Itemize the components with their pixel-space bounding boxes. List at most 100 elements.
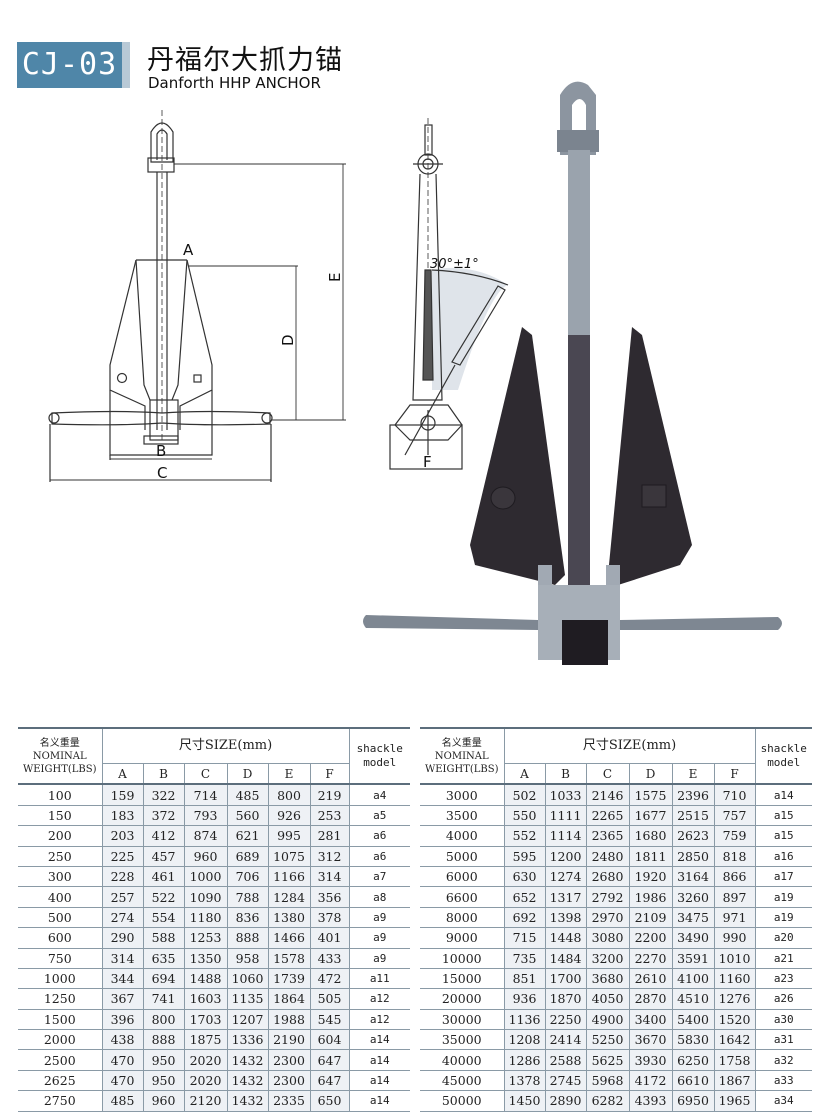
size-cell-d: 3670	[628, 1029, 672, 1051]
nominal-weight-cell: 100	[18, 783, 102, 806]
size-cell-b: 635	[142, 948, 184, 969]
size-cell-b: 950	[142, 1070, 184, 1092]
size-cell-f: 710	[713, 783, 756, 806]
shackle-model-cell: a19	[755, 886, 812, 908]
size-cell-b: 1484	[544, 948, 586, 969]
size-cell-a: 936	[503, 988, 545, 1010]
size-cell-c: 1350	[183, 948, 227, 969]
size-cell-e: 3164	[671, 866, 714, 888]
size-cell-a: 396	[101, 1009, 143, 1031]
shackle-model-cell: a9	[349, 948, 410, 969]
size-cell-a: 1208	[503, 1029, 545, 1051]
size-cell-e: 3260	[671, 886, 714, 908]
nominal-weight-cell: 3500	[420, 805, 504, 827]
size-cell-e: 3490	[671, 927, 714, 949]
nominal-weight-cell: 45000	[420, 1070, 504, 1092]
dim-label-a: A	[183, 241, 194, 259]
shackle-model-cell: a12	[349, 988, 410, 1010]
front-view-drawing: A B C D E	[48, 110, 346, 482]
size-cell-a: 652	[503, 886, 545, 908]
nominal-weight-cell: 2625	[18, 1070, 102, 1092]
shackle-model-cell: a21	[755, 948, 812, 969]
size-cell-d: 560	[226, 805, 268, 827]
badge-edge-decoration	[122, 42, 130, 88]
dim-label-f: F	[423, 453, 432, 471]
shackle-model-cell: a8	[349, 886, 410, 908]
nominal-weight-cell: 750	[18, 948, 102, 969]
size-cell-d: 1060	[226, 968, 268, 990]
size-cell-d: 1432	[226, 1070, 268, 1092]
nominal-weight-cell: 200	[18, 825, 102, 847]
col-header-f: F	[309, 763, 350, 785]
size-cell-d: 1986	[628, 886, 672, 908]
size-cell-d: 621	[226, 825, 268, 847]
nominal-weight-cell: 3000	[420, 783, 504, 806]
size-cell-c: 6282	[585, 1090, 629, 1112]
col-header-c: C	[585, 763, 629, 785]
size-cell-c: 2970	[585, 907, 629, 929]
size-cell-d: 1207	[226, 1009, 268, 1031]
size-cell-a: 228	[101, 866, 143, 888]
size-cell-b: 1033	[544, 783, 586, 806]
size-cell-a: 314	[101, 948, 143, 969]
nominal-weight-cell: 300	[18, 866, 102, 888]
size-cell-b: 741	[142, 988, 184, 1010]
nominal-weight-cell: 250	[18, 846, 102, 867]
size-cell-a: 851	[503, 968, 545, 990]
size-cell-d: 1135	[226, 988, 268, 1010]
anchor-photo	[363, 81, 782, 665]
size-cell-f: 990	[713, 927, 756, 949]
size-cell-e: 2300	[267, 1049, 310, 1071]
size-cell-e: 926	[267, 805, 310, 827]
size-cell-e: 1739	[267, 968, 310, 990]
nominal-weight-cell: 20000	[420, 988, 504, 1010]
size-cell-d: 1575	[628, 783, 672, 806]
shackle-header: shackle model	[349, 726, 410, 785]
size-cell-f: 378	[309, 907, 350, 929]
shackle-model-cell: a20	[755, 927, 812, 949]
nominal-weight-cell: 1000	[18, 968, 102, 990]
size-cell-d: 958	[226, 948, 268, 969]
shackle-model-cell: a14	[755, 783, 812, 806]
size-cell-e: 2623	[671, 825, 714, 847]
shackle-model-cell: a23	[755, 968, 812, 990]
spec-table-right: 名义重量 NOMINAL WEIGHT(LBS) 尺寸SIZE(mm) shac…	[420, 726, 812, 1112]
size-cell-b: 522	[142, 886, 184, 908]
size-cell-a: 274	[101, 907, 143, 929]
shackle-model-cell: a5	[349, 805, 410, 827]
nominal-weight-cell: 2000	[18, 1029, 102, 1051]
size-cell-b: 1448	[544, 927, 586, 949]
size-cell-b: 372	[142, 805, 184, 827]
nominal-weight-cell: 400	[18, 886, 102, 908]
size-cell-d: 1920	[628, 866, 672, 888]
size-cell-e: 3475	[671, 907, 714, 929]
size-cell-a: 367	[101, 988, 143, 1010]
size-cell-f: 757	[713, 805, 756, 827]
size-cell-a: 159	[101, 783, 143, 806]
nominal-weight-cell: 10000	[420, 948, 504, 969]
size-cell-a: 735	[503, 948, 545, 969]
size-cell-c: 1603	[183, 988, 227, 1010]
size-cell-a: 552	[503, 825, 545, 847]
size-cell-c: 1180	[183, 907, 227, 929]
size-cell-d: 836	[226, 907, 268, 929]
size-cell-e: 2850	[671, 846, 714, 867]
size-cell-b: 1398	[544, 907, 586, 929]
size-cell-c: 2120	[183, 1090, 227, 1112]
shackle-model-cell: a33	[755, 1070, 812, 1092]
size-cell-b: 588	[142, 927, 184, 949]
size-cell-d: 888	[226, 927, 268, 949]
nominal-weight-cell: 2750	[18, 1090, 102, 1112]
